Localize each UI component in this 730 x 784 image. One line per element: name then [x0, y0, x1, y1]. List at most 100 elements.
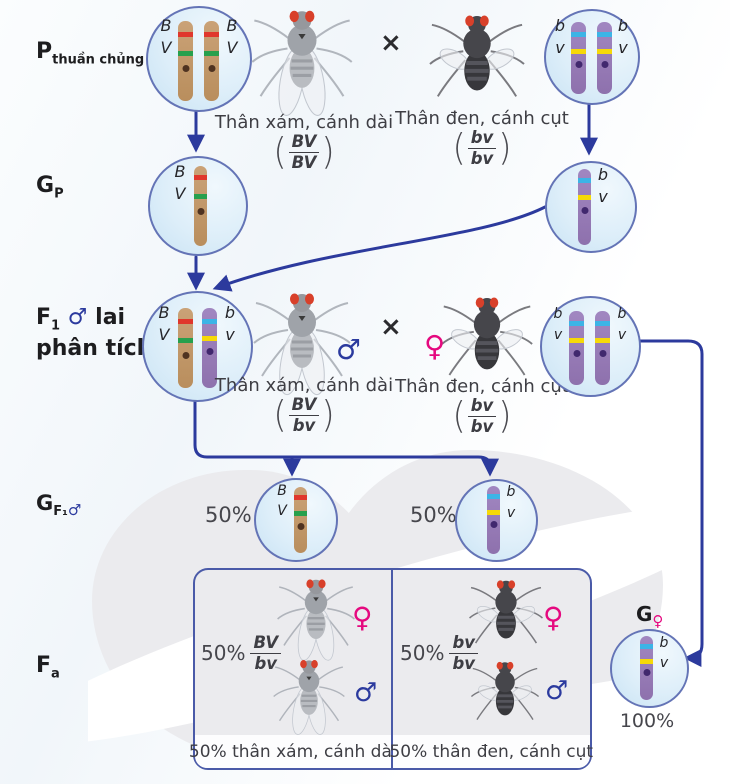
- gf1-gray-gamete-cell: B V: [254, 478, 338, 562]
- allele-label: b: [659, 635, 669, 651]
- label-p-main: P: [36, 39, 53, 64]
- arrow-gp2-curved-to-f1: [212, 205, 547, 292]
- frac-top: bv: [467, 396, 497, 417]
- allele-label: v: [553, 327, 563, 343]
- chromosome-purple: [595, 311, 610, 385]
- allele-label: B: [158, 303, 170, 322]
- chromosome-tan: [294, 487, 307, 553]
- female-symbol: ♀: [543, 601, 564, 634]
- label-gp-main: G: [36, 173, 55, 198]
- black-fly-icon: [428, 13, 526, 99]
- label-fa: Fa: [36, 652, 60, 683]
- chromosome-purple: [597, 22, 612, 94]
- frac-top: bv: [449, 633, 479, 654]
- allele-label: v: [618, 38, 628, 57]
- p-black-genotype-cell: b v b v: [544, 9, 640, 105]
- gp-black-gamete-cell: b v: [545, 161, 637, 253]
- fa-caption-strip: 50% thân đen, cánh cụt: [389, 735, 593, 768]
- black-fly-female-icon: [468, 578, 544, 645]
- male-symbol: ♂: [67, 501, 82, 520]
- black-fly-male-icon: [470, 660, 540, 721]
- gray-fly-male-icon: [272, 658, 346, 737]
- male-symbol: ♂: [354, 678, 378, 708]
- chromosome-purple: [202, 308, 217, 388]
- fa-cell-black: 50% thân đen, cánh cụt: [389, 570, 593, 768]
- phenotype-gray-long: Thân xám, cánh dài: [214, 112, 394, 133]
- allele-label: v: [659, 655, 669, 671]
- frac-bottom: bv: [292, 415, 316, 435]
- male-symbol: ♂: [67, 305, 88, 330]
- frac-bottom: bv: [254, 653, 278, 673]
- label-gf1-male: GF₁♂: [36, 490, 81, 521]
- allele-label: V: [226, 38, 238, 57]
- frac-bottom: BV: [291, 152, 317, 172]
- chromosome-purple: [487, 486, 500, 554]
- chromosome-purple: [571, 22, 586, 94]
- p-gray-genotype-cell: B V B V: [146, 6, 252, 112]
- gfemale-gamete-cell: b v: [610, 629, 689, 708]
- label-gp: GP: [36, 172, 64, 203]
- allele-label: b: [617, 306, 627, 322]
- phenotype-black-vestigial: Thân đen, cánh cụt: [395, 376, 569, 397]
- label-f1-sub: 1: [51, 318, 61, 334]
- allele-label: V: [174, 184, 186, 203]
- gamete-percent: 50%: [410, 503, 457, 527]
- male-symbol: ♂: [545, 676, 569, 706]
- fa-caption-black: 50% thân đen, cánh cụt: [389, 741, 594, 762]
- frac-top: BV: [288, 395, 320, 416]
- label-p-generation: Pthuần chủng: [36, 38, 144, 69]
- arrow-f1female-to-gfemale: [635, 339, 704, 667]
- chromosome-purple: [578, 169, 591, 245]
- chromosome-purple: [569, 311, 584, 385]
- allele-label: v: [225, 325, 235, 344]
- label-gf1-main: G: [36, 491, 54, 515]
- label-p-sub: thuần chủng: [52, 52, 145, 68]
- allele-label: b: [553, 306, 563, 322]
- label-g-female: G♀: [636, 601, 663, 632]
- paren-close: ): [321, 130, 335, 174]
- f1-genotype-cell: B V b v: [142, 291, 253, 402]
- phenotype-gray-long: Thân xám, cánh dài: [214, 375, 394, 396]
- fa-caption-strip: 50% thân xám, cánh dài: [189, 735, 397, 768]
- allele-label: B: [160, 16, 172, 35]
- chromosome-tan: [194, 166, 207, 246]
- percent-label: 50%: [400, 641, 445, 666]
- label-fa-sub: a: [51, 666, 60, 682]
- label-f1-rest: lai: [95, 305, 126, 330]
- paren-open: (: [273, 130, 287, 174]
- chromosome-tan: [178, 308, 193, 388]
- chromosome-tan: [178, 21, 193, 101]
- phenotype-black-vestigial: Thân đen, cánh cụt: [395, 108, 569, 129]
- frac-bottom: bv: [452, 653, 476, 673]
- gamete-percent: 100%: [619, 710, 675, 732]
- label-gf1-sub: F₁: [53, 504, 68, 520]
- frac-top: bv: [467, 128, 497, 149]
- fa-results-box: 50% thân xám, cánh dài 50% thân đen, cán…: [189, 568, 593, 770]
- f1-female-genotype-cell: b v b v: [540, 296, 641, 397]
- allele-label: v: [506, 505, 516, 521]
- label-gp-sub: P: [54, 186, 64, 202]
- allele-label: b: [617, 16, 629, 35]
- label-f1-line2: phân tích: [36, 336, 153, 362]
- allele-label: v: [617, 327, 627, 343]
- frac-bottom: bv: [470, 148, 494, 168]
- paren-close: ): [498, 394, 512, 438]
- female-symbol: ♀: [652, 612, 664, 630]
- cross-symbol: ×: [380, 28, 402, 58]
- gamete-percent: 50%: [205, 503, 252, 527]
- allele-label: V: [277, 503, 287, 519]
- gp-gray-gamete-cell: B V: [148, 156, 248, 256]
- allele-label: V: [160, 38, 172, 57]
- gray-fly-icon: [250, 9, 354, 119]
- label-fa-main: F: [36, 653, 52, 678]
- cross-symbol: ×: [380, 312, 402, 342]
- paren-open: (: [273, 393, 287, 437]
- gray-fly-female-icon: [276, 578, 356, 663]
